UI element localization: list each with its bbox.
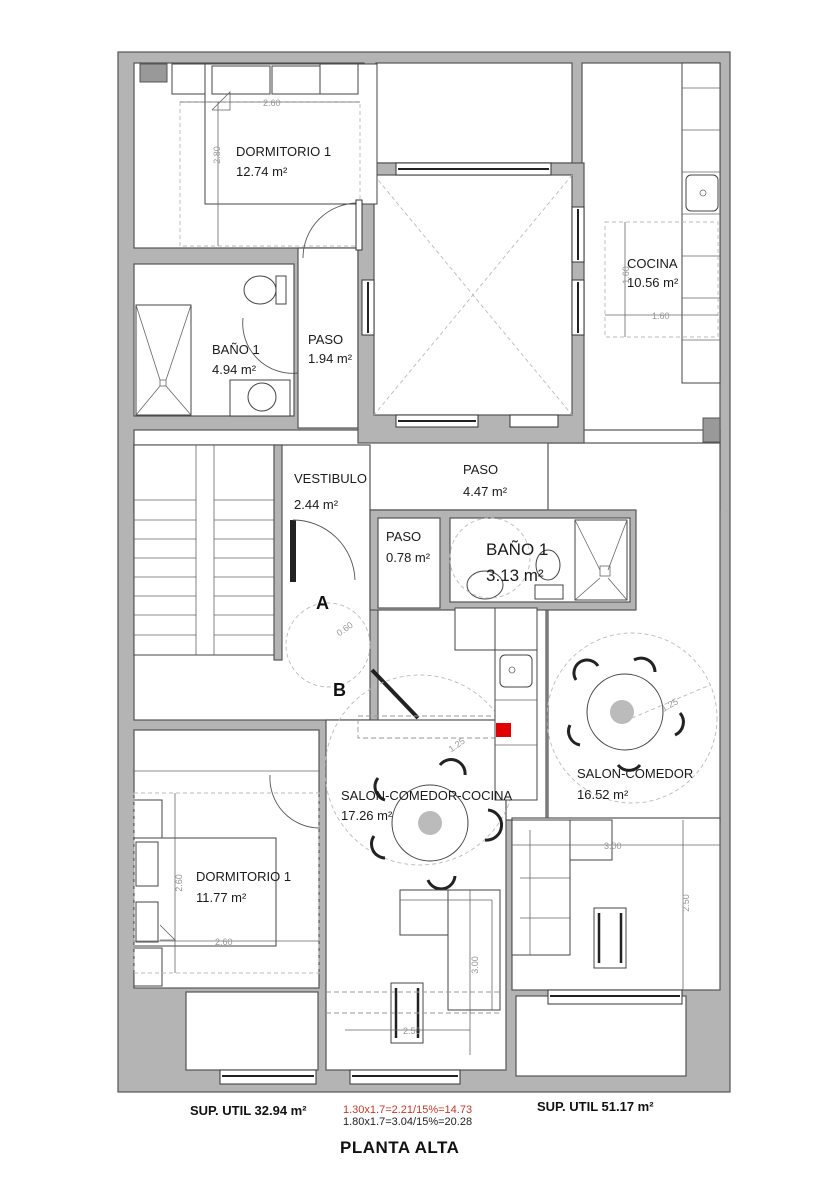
center-kitchen-counters bbox=[454, 607, 538, 801]
room-label-bano-center: BAÑO 1 3.13 m² bbox=[486, 540, 549, 585]
dim-cocina-depth: 1.60 bbox=[620, 266, 631, 284]
room-label-bano-top: BAÑO 1 4.94 m² bbox=[212, 342, 260, 377]
marker-a: A bbox=[316, 593, 329, 613]
dim-smc-depth: 3.00 bbox=[469, 956, 480, 974]
marker-b: B bbox=[333, 680, 346, 700]
dim-salon-width: 3.00 bbox=[604, 841, 622, 851]
center-bathroom bbox=[369, 509, 637, 611]
room-label-cocina: COCINA 10.56 m² bbox=[627, 256, 679, 290]
center-sofa bbox=[326, 889, 501, 1055]
room-label-paso-small: PASO 0.78 m² bbox=[386, 529, 431, 565]
dim-dorm-top-depth: 2.80 bbox=[211, 146, 222, 164]
calc-line-2: 1.80x1.7=3.04/15%=20.28 bbox=[343, 1116, 473, 1128]
room-label-paso-top: PASO 1.94 m² bbox=[308, 332, 353, 366]
sup-util-right: SUP. UTIL 51.17 m² bbox=[537, 1099, 654, 1114]
bath-top-fixtures bbox=[135, 275, 299, 417]
dim-cocina-width: 1.60 bbox=[652, 311, 670, 321]
red-marker bbox=[496, 723, 511, 737]
exterior-windows bbox=[219, 989, 683, 1085]
calc-line-1: 1.30x1.7=2.21/15%=14.73 bbox=[343, 1104, 473, 1116]
staircase bbox=[133, 444, 283, 661]
room-label-dormitorio-top: DORMITORIO 1 12.74 m² bbox=[236, 144, 332, 179]
dining-table-right bbox=[546, 632, 718, 804]
sup-util-left: SUP. UTIL 32.94 m² bbox=[190, 1103, 307, 1118]
right-sofa bbox=[511, 819, 720, 990]
dorm-bottom-furniture bbox=[133, 770, 321, 987]
room-label-paso-center: PASO 4.47 m² bbox=[463, 462, 508, 499]
room-label-vestibulo: VESTIBULO 2.44 m² bbox=[294, 471, 367, 512]
dim-smc-width: 2.50 bbox=[403, 1026, 421, 1036]
patio-light-well bbox=[357, 162, 585, 444]
room-label-salon-comedor-cocina: SALON-COMEDOR-COCINA 17.26 m² bbox=[341, 788, 513, 823]
dim-dorm-bottom-width: 2.60 bbox=[215, 937, 233, 947]
cocina-counters bbox=[604, 62, 721, 443]
plan-title: PLANTA ALTA bbox=[340, 1138, 460, 1157]
dim-dorm-top-width: 2.60 bbox=[263, 98, 281, 108]
room-label-salon-comedor: SALON-COMEDOR 16.52 m² bbox=[577, 766, 694, 802]
room-label-dormitorio-bottom: DORMITORIO 1 11.77 m² bbox=[196, 869, 292, 905]
dim-salon-depth: 2.50 bbox=[680, 894, 691, 912]
dorm-top-furniture bbox=[139, 63, 378, 259]
dim-dorm-bottom-depth: 2.60 bbox=[173, 874, 184, 892]
dining-table-center bbox=[369, 758, 504, 891]
